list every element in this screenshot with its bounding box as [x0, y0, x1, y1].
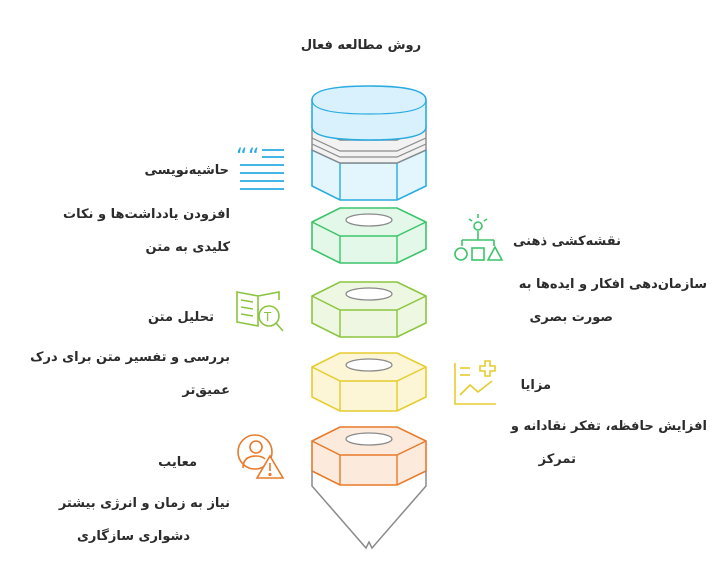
- pencil-segment-yellow: [311, 352, 427, 412]
- annotation-desc-1: افزودن یادداشت‌ها و نکات: [63, 207, 230, 222]
- advantages-desc-1: افزایش حافظه، تفکر نقادانه و: [510, 419, 707, 434]
- text-analysis-desc-1: بررسی و تفسیر متن برای درک: [30, 350, 230, 365]
- page-title: روش مطالعه فعال: [300, 38, 422, 53]
- pencil-segment-orange: [311, 426, 427, 486]
- text-analysis-icon: T: [236, 291, 284, 332]
- growth-chart-icon: [454, 360, 496, 405]
- annotation-title: حاشیه‌نویسی: [144, 163, 229, 178]
- text-analysis-desc-2: عمیق‌تر: [182, 383, 230, 398]
- disadvantages-desc-2: دشواری سازگاری: [77, 529, 190, 544]
- quote-lines-icon: “ “: [236, 145, 284, 190]
- pencil-segment-green: [311, 207, 427, 264]
- annotation-desc-2: کلیدی به متن: [145, 240, 230, 255]
- mind-map-title: نقشه‌کشی ذهنی: [513, 234, 621, 249]
- mind-map-icon: [454, 214, 504, 261]
- svg-text:“: “: [248, 145, 259, 170]
- disadvantages-desc-1: نیاز به زمان و انرژی بیشتر: [58, 496, 230, 511]
- svg-text:T: T: [263, 310, 272, 324]
- pencil-tip: [311, 471, 427, 550]
- mind-map-desc-1: سازمان‌دهی افکار و ایده‌ها به: [518, 277, 707, 292]
- advantages-title: مزایا: [520, 378, 551, 393]
- disadvantages-title: معایب: [158, 455, 197, 470]
- mind-map-desc-2: صورت بصری: [529, 310, 613, 325]
- pencil-eraser-segment: [311, 85, 427, 201]
- user-warning-icon: [237, 434, 285, 479]
- advantages-desc-2: تمرکز: [538, 452, 576, 467]
- pencil-segment-lime: [311, 281, 427, 338]
- svg-text:“: “: [236, 145, 247, 170]
- text-analysis-title: تحلیل متن: [147, 310, 214, 325]
